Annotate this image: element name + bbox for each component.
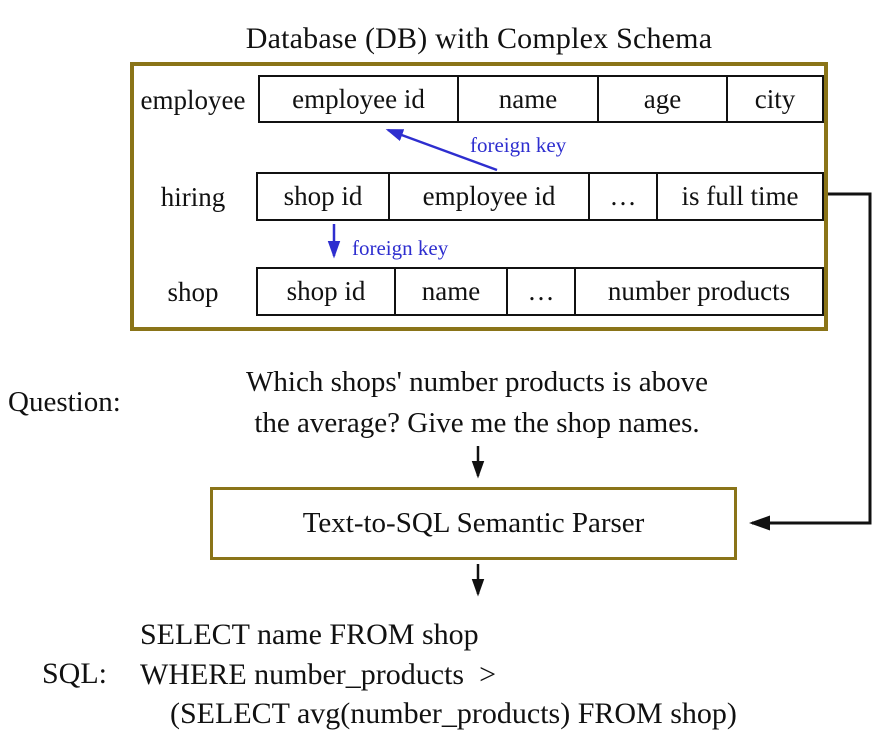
table-name-employee: employee [140,85,246,115]
cell-shop-number-products: number products [607,276,791,306]
question-line-2: the average? Give me the shop names. [254,407,700,439]
sql-label: SQL: [42,657,108,690]
text-to-sql-parser-box: Text-to-SQL Semantic Parser [210,487,737,560]
sql-query: SELECT name FROM shop WHERE number_produ… [140,615,737,734]
cell-employee-name: name [459,77,599,121]
foreign-key-label-1: foreign key [470,133,567,157]
cell-employee-city: city [754,83,796,114]
cell-hiring-ellipsis: … [590,174,658,219]
table-row-hiring: shop id employee id … is full time [256,172,824,221]
cell-shop-ellipsis: … [508,269,576,314]
diagram-title: Database (DB) with Complex Schema [245,22,713,55]
cell-hiring-is-full-time: is full time [681,181,799,211]
foreign-key-label-2: foreign key [352,236,449,260]
table-name-hiring: hiring [160,182,226,212]
sql-line-1: SELECT name FROM shop [140,618,479,651]
sql-line-3: (SELECT avg(number_products) FROM shop) [170,697,737,730]
cell-shop-name: name [396,269,508,314]
cell-employee-employee-id: employee id [260,77,459,121]
question-line-1: Which shops' number products is above [246,366,708,398]
cell-hiring-shop-id: shop id [258,174,390,219]
table-row-employee: employee id name age city [258,75,824,123]
cell-hiring-employee-id: employee id [390,174,590,219]
question-label: Question: [8,386,121,418]
table-row-shop: shop id name … number products [256,267,824,316]
cell-employee-age: age [599,77,728,121]
table-name-shop: shop [167,277,219,307]
sql-line-2: WHERE number_products > [140,657,497,691]
parser-box-title: Text-to-SQL Semantic Parser [302,507,645,539]
question-text: Which shops' number products is above th… [170,362,784,444]
cell-shop-shop-id: shop id [258,269,396,314]
